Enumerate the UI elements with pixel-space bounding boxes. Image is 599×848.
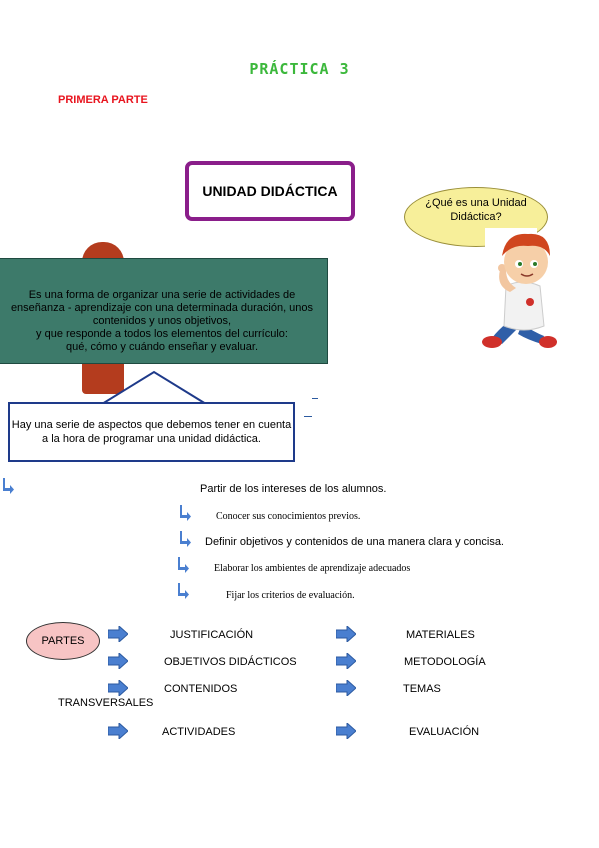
part-right-item: EVALUACIÓN — [409, 726, 480, 738]
right-arrow-icon — [108, 626, 128, 642]
right-arrow-icon — [336, 680, 356, 696]
thinking-boy-illustration — [482, 233, 557, 348]
right-arrow-icon — [336, 653, 356, 669]
part-right-item: METODOLOGÍA — [404, 656, 486, 668]
part-left-item: ACTIVIDADES — [162, 726, 236, 738]
section-subtitle: PRIMERA PARTE — [58, 94, 148, 106]
part-left-item: JUSTIFICACIÓN — [170, 629, 254, 641]
part-left-item: CONTENIDOS — [164, 683, 238, 695]
unit-title: UNIDAD DIDÁCTICA — [202, 183, 338, 199]
right-arrow-icon — [336, 723, 356, 739]
right-arrow-icon — [108, 723, 128, 739]
bent-arrow-icon — [178, 557, 189, 573]
part-left-item: OBJETIVOS DIDÁCTICOS — [164, 656, 297, 668]
aspect-item: Partir de los intereses de los alumnos. — [200, 483, 387, 495]
bent-arrow-icon — [3, 478, 14, 494]
part-wrap-text: TRANSVERSALES — [58, 697, 154, 709]
right-arrow-icon — [108, 653, 128, 669]
bent-arrow-icon — [180, 531, 191, 547]
hint-text: Hay una serie de aspectos que debemos te… — [11, 419, 292, 445]
page-title: PRÁCTICA 3 — [249, 60, 350, 78]
definition-text: Es una forma de organizar una serie de a… — [10, 289, 314, 353]
aspect-item: Fijar los criterios de evaluación. — [226, 590, 355, 601]
question-text: ¿Qué es una Unidad Didáctica? — [425, 197, 527, 223]
decorative-dash — [304, 416, 312, 417]
partes-badge: PARTES — [26, 622, 100, 660]
bent-arrow-icon — [180, 505, 191, 521]
part-right-item: TEMAS — [403, 683, 441, 695]
right-arrow-icon — [108, 680, 128, 696]
up-arrow-icon — [100, 370, 208, 406]
aspect-item: Conocer sus conocimientos previos. — [216, 511, 361, 522]
aspect-item: Definir objetivos y contenidos de una ma… — [205, 536, 504, 548]
definition-box: Es una forma de organizar una serie de a… — [0, 258, 328, 364]
partes-label: PARTES — [41, 635, 85, 647]
right-arrow-icon — [336, 626, 356, 642]
hint-box: Hay una serie de aspectos que debemos te… — [8, 402, 295, 462]
decorative-dash — [312, 398, 318, 399]
unit-title-box: UNIDAD DIDÁCTICA — [185, 161, 355, 221]
part-right-item: MATERIALES — [406, 629, 475, 641]
bent-arrow-icon — [178, 583, 189, 599]
aspect-item: Elaborar los ambientes de aprendizaje ad… — [214, 563, 411, 574]
